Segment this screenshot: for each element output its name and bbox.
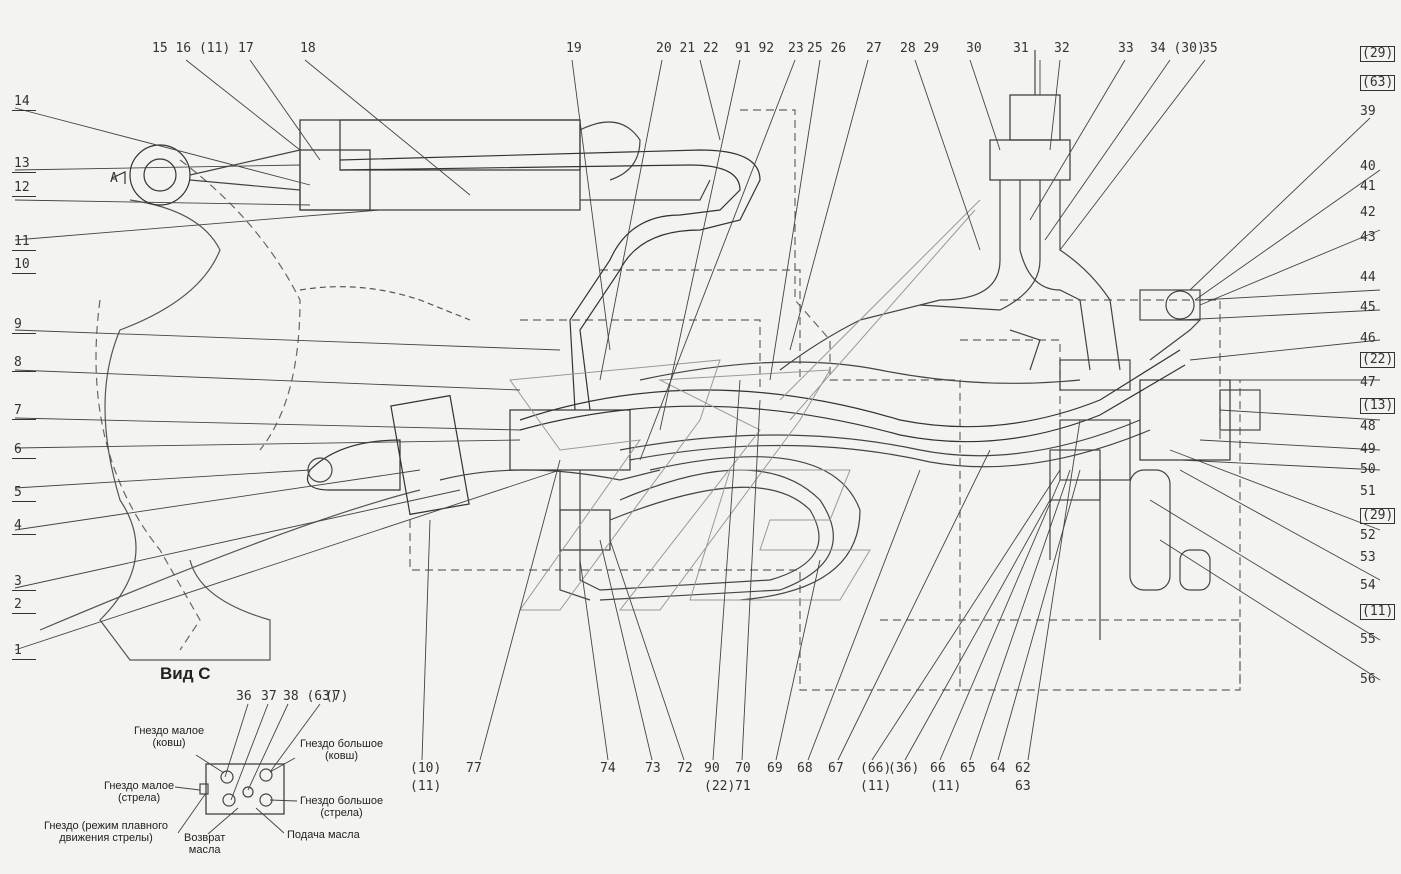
callout-right: 46 [1360, 331, 1376, 346]
callout-right: 52 [1360, 528, 1376, 543]
callout-right: 42 [1360, 205, 1376, 220]
callout-right: 50 [1360, 462, 1376, 477]
callout-bottom: 67 [828, 761, 844, 776]
view-c-number: 37 [261, 689, 277, 704]
callout-left: 8 [14, 355, 22, 370]
pivot-joint [129, 144, 191, 206]
callout-left: 6 [14, 442, 22, 457]
callout-right: 54 [1360, 578, 1376, 593]
callout-right: 43 [1360, 230, 1376, 245]
callout-bottom-sub: 63 [1015, 779, 1031, 794]
callout-top: 91 92 [735, 41, 775, 56]
callout-right: 47 [1360, 375, 1376, 390]
label-socket-large-boom: Гнездо большое (стрела) [300, 795, 384, 819]
label-oil-return: Возврат масла [184, 832, 226, 856]
callout-right: (29) [1360, 46, 1396, 62]
callout-left: 4 [14, 518, 22, 533]
callout-right: 39 [1360, 104, 1376, 119]
watermark-logo [509, 199, 981, 611]
callout-bottom: 70 [735, 761, 751, 776]
callout-left: 9 [14, 317, 22, 332]
callout-top: 18 [300, 41, 316, 56]
callout-top: 25 26 [807, 41, 847, 56]
callout-right: 53 [1360, 550, 1376, 565]
callout-right: (22) [1360, 352, 1396, 368]
callout-bottom: 72 [677, 761, 693, 776]
callout-left: 5 [14, 485, 22, 500]
callout-left: 3 [14, 574, 22, 589]
callout-bottom: 68 [797, 761, 813, 776]
frame-outline [95, 109, 1241, 691]
callout-left: 2 [14, 597, 22, 612]
callout-bottom-sub: (11) [860, 779, 892, 794]
callout-bottom-sub: (22) [704, 779, 736, 794]
label-socket-large-bucket: Гнездо большое (ковш) [300, 738, 384, 762]
distributor-valve [509, 409, 631, 471]
view-c-number: 36 [236, 689, 252, 704]
callout-top: 33 [1118, 41, 1134, 56]
label-socket-smooth: Гнездо (режим плавного движения стрелы) [44, 820, 168, 844]
callout-bottom-sub: 71 [735, 779, 751, 794]
callout-left: 13 [14, 156, 30, 171]
callout-bottom-sub: (11) [930, 779, 962, 794]
callout-right: (63) [1360, 75, 1396, 91]
callout-top: 27 [866, 41, 882, 56]
callout-left: 12 [14, 180, 30, 195]
callout-bottom: 77 [466, 761, 482, 776]
view-title: Вид С [160, 664, 211, 683]
callout-right: 40 [1360, 159, 1376, 174]
filter-canister [1129, 469, 1171, 591]
callout-right: (13) [1360, 398, 1396, 414]
callout-left: 7 [14, 403, 22, 418]
view-c-panel [174, 703, 321, 835]
callout-top: 28 29 [900, 41, 940, 56]
callout-bottom: 90 [704, 761, 720, 776]
callout-top: 15 16 (11) [152, 41, 231, 56]
callout-bottom: (10) [410, 761, 442, 776]
callout-top: 35 [1202, 41, 1218, 56]
callout-bottom: 74 [600, 761, 616, 776]
callout-right: 51 [1360, 484, 1376, 499]
label-socket-small-boom: Гнездо малое (стрела) [104, 780, 175, 804]
callout-top: 20 21 22 [656, 41, 719, 56]
boom-cylinder [299, 119, 581, 211]
callout-bottom: 66 [930, 761, 946, 776]
callout-top: 30 [966, 41, 982, 56]
callout-right: (29) [1360, 508, 1396, 524]
callout-bottom: 69 [767, 761, 783, 776]
label-socket-small-bucket: Гнездо малое (ковш) [134, 725, 205, 749]
callout-left: 10 [14, 257, 30, 272]
callout-left: 14 [14, 94, 30, 109]
view-mark: A [110, 171, 118, 186]
hydraulic-motor [1139, 379, 1231, 461]
callout-bottom: (36) [888, 761, 920, 776]
callout-right: 49 [1360, 442, 1376, 457]
callout-bottom: (66) [860, 761, 892, 776]
callout-bottom: 73 [645, 761, 661, 776]
callout-right: 48 [1360, 419, 1376, 434]
callout-bottom-sub: (11) [410, 779, 442, 794]
view-c-number: 38 (63) [283, 689, 338, 704]
callout-top: 32 [1054, 41, 1070, 56]
callout-bottom: 65 [960, 761, 976, 776]
callout-right: 45 [1360, 300, 1376, 315]
callout-left: 1 [14, 643, 22, 658]
label-oil-supply: Подача масла [287, 829, 360, 841]
callout-bottom: 62 [1015, 761, 1031, 776]
callout-left: 11 [14, 234, 30, 249]
callout-right: 44 [1360, 270, 1376, 285]
callout-bottom: 64 [990, 761, 1006, 776]
callout-top: 31 [1013, 41, 1029, 56]
callout-top: 23 [788, 41, 804, 56]
callout-right: 41 [1360, 179, 1376, 194]
callout-right: (11) [1360, 604, 1396, 620]
view-c-number: (7) [325, 689, 349, 704]
callout-right: 55 [1360, 632, 1376, 647]
callout-top: 34 (30) [1150, 41, 1205, 56]
callout-top: 19 [566, 41, 582, 56]
callout-top: 17 [238, 41, 254, 56]
callout-right: 56 [1360, 672, 1376, 687]
